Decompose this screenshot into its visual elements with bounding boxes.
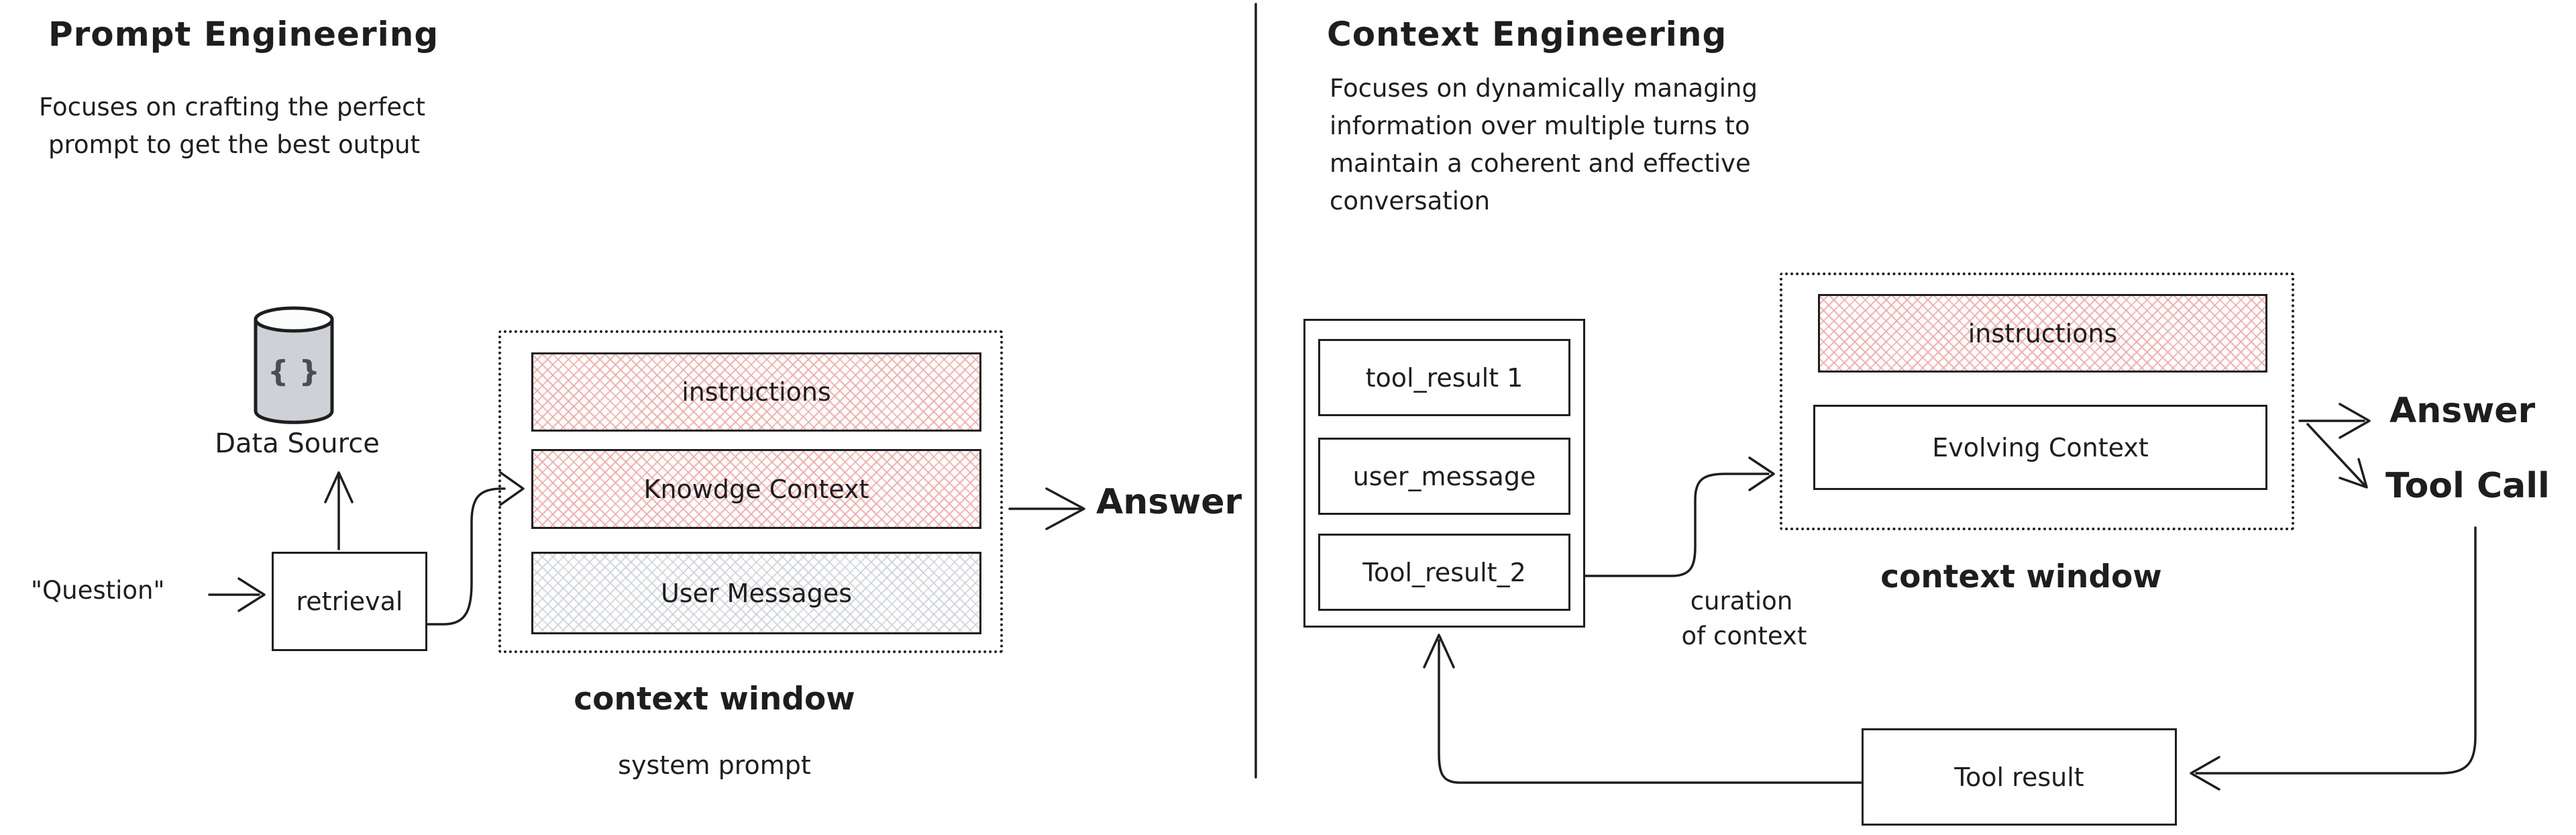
arrow-contextwindow-to-answer-left (1008, 487, 1085, 530)
left-subtitle-line-2: prompt to get the best output (48, 130, 421, 159)
user-message-box: user_message (1318, 438, 1570, 515)
arrow-curation-of-context (1584, 456, 1775, 577)
right-subtitle-line-4: conversation (1330, 187, 1491, 215)
tool-result-1-box: tool_result 1 (1318, 339, 1570, 416)
data-source-label: Data Source (215, 428, 380, 459)
user-message-label: user_message (1352, 461, 1536, 491)
curation-label-line-1: curation (1690, 587, 1793, 616)
question-label: "Question" (31, 576, 165, 605)
right-subtitle-line-2: information over multiple turns to (1330, 111, 1750, 140)
left-context-window-caption: context window (574, 681, 855, 718)
connector-retrieval-to-knowledge-context (426, 471, 525, 626)
evolving-context-label: Evolving Context (1932, 432, 2149, 462)
left-instructions-label: instructions (682, 377, 831, 407)
right-context-window (1780, 273, 2294, 530)
left-context-window (498, 330, 1003, 653)
retrieval-box-label: retrieval (296, 587, 403, 616)
arrow-toolresult-feedback-to-stack (1423, 634, 1863, 784)
knowledge-context-box: Knowdge Context (531, 449, 981, 529)
left-instructions-box: instructions (531, 352, 981, 432)
right-instructions-box: instructions (1818, 294, 2267, 373)
tool-result-2-box: Tool_result_2 (1318, 534, 1570, 611)
database-icon: { } (254, 306, 334, 424)
tool-result-2-label: Tool_result_2 (1362, 557, 1526, 587)
right-subtitle-line-3: maintain a coherent and effective (1330, 149, 1751, 178)
tool-call-label: Tool Call (2385, 466, 2550, 506)
retrieval-box: retrieval (272, 552, 427, 651)
tool-result-box: Tool result (1862, 728, 2177, 826)
evolving-context-box: Evolving Context (1813, 405, 2267, 490)
tool-result-box-label: Tool result (1954, 762, 2084, 792)
system-prompt-caption: system prompt (618, 750, 811, 780)
arrow-question-to-retrieval (208, 577, 266, 612)
database-icon-braces: { } (268, 354, 320, 389)
arrow-retrieval-to-datasource (324, 471, 354, 550)
tool-result-1-label: tool_result 1 (1365, 362, 1523, 393)
left-panel-subtitle: Focuses on crafting the perfect prompt t… (39, 89, 425, 164)
left-subtitle-line-1: Focuses on crafting the perfect (39, 93, 425, 121)
right-panel-title: Context Engineering (1327, 15, 1727, 54)
knowledge-context-label: Knowdge Context (643, 474, 869, 504)
user-messages-label: User Messages (660, 578, 853, 608)
arrow-contextwindow-to-answer-right (2298, 403, 2371, 439)
right-panel-subtitle: Focuses on dynamically managing informat… (1330, 70, 1758, 220)
answer-label-left: Answer (1096, 482, 1242, 522)
right-subtitle-line-1: Focuses on dynamically managing (1330, 74, 1758, 103)
answer-label-right: Answer (2390, 391, 2536, 431)
left-panel-title: Prompt Engineering (48, 15, 439, 54)
right-context-window-caption: context window (1880, 558, 2162, 595)
arrow-contextwindow-to-toolcall (2306, 423, 2368, 489)
right-instructions-label: instructions (1968, 318, 2118, 348)
user-messages-box: User Messages (531, 552, 981, 634)
arrow-toolcall-loop-to-toolresult (2190, 526, 2477, 791)
curation-label-line-2: of context (1681, 622, 1807, 650)
